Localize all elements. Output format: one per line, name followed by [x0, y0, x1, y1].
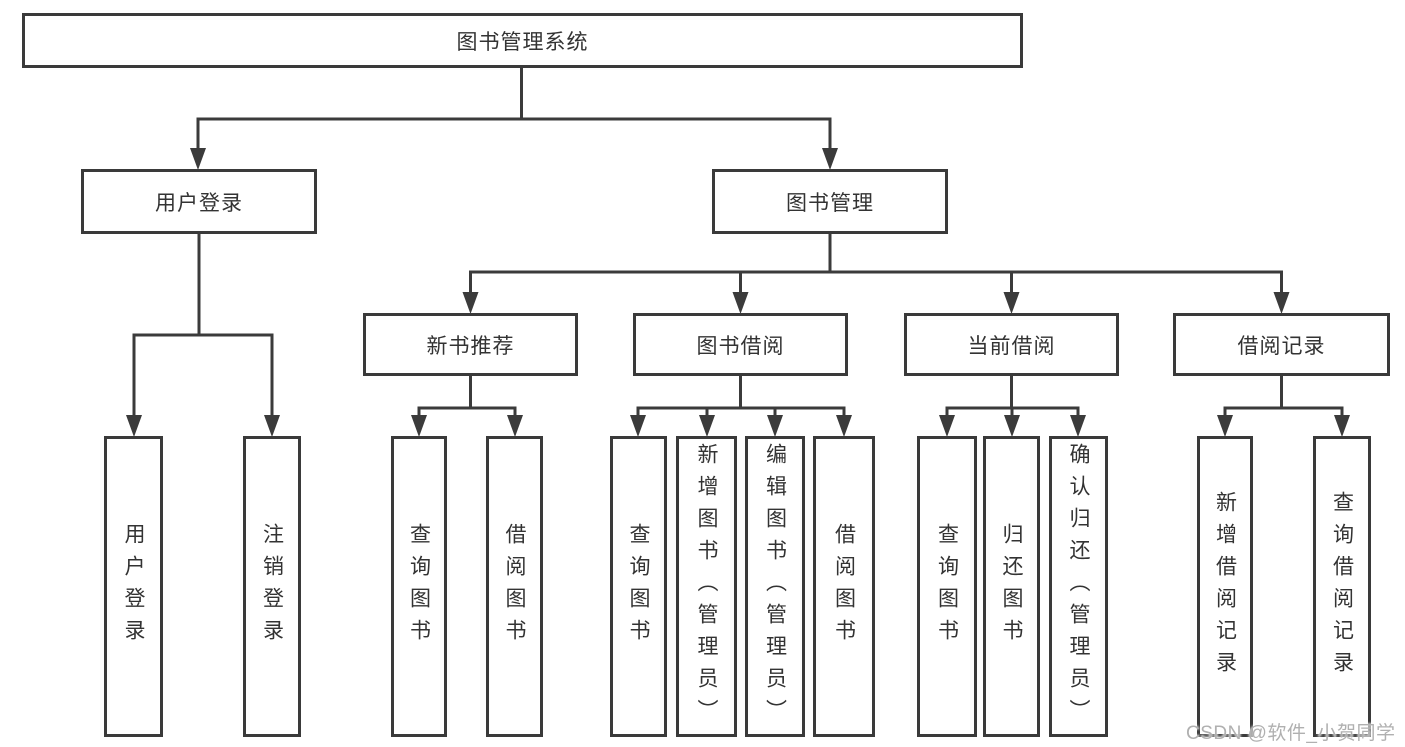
- leaf-logout: 注销登录: [243, 436, 301, 737]
- leaf-query-books-borrow: 查询图书: [610, 436, 667, 737]
- leaf-user-login: 用户登录: [104, 436, 163, 737]
- node-book-management: 图书管理: [712, 169, 948, 234]
- node-root-system: 图书管理系统: [22, 13, 1023, 68]
- node-current-borrow: 当前借阅: [904, 313, 1119, 376]
- leaf-query-books-recommend: 查询图书: [391, 436, 447, 737]
- leaf-query-borrow-record: 查询借阅记录: [1313, 436, 1371, 737]
- leaf-borrow-books: 借阅图书: [813, 436, 875, 737]
- leaf-add-borrow-record: 新增借阅记录: [1197, 436, 1253, 737]
- node-user-login: 用户登录: [81, 169, 317, 234]
- node-borrow-records: 借阅记录: [1173, 313, 1390, 376]
- csdn-watermark: CSDN @软件_小贺同学: [1186, 723, 1396, 744]
- leaf-query-books-current: 查询图书: [917, 436, 977, 737]
- leaf-borrow-books-recommend: 借阅图书: [486, 436, 543, 737]
- leaf-confirm-return-admin: 确认归还（管理员）: [1049, 436, 1108, 737]
- leaf-add-books-admin: 新增图书（管理员）: [676, 436, 737, 737]
- node-new-book-recommend: 新书推荐: [363, 313, 578, 376]
- leaf-return-books: 归还图书: [983, 436, 1040, 737]
- node-book-borrow: 图书借阅: [633, 313, 848, 376]
- leaf-edit-books-admin: 编辑图书（管理员）: [745, 436, 805, 737]
